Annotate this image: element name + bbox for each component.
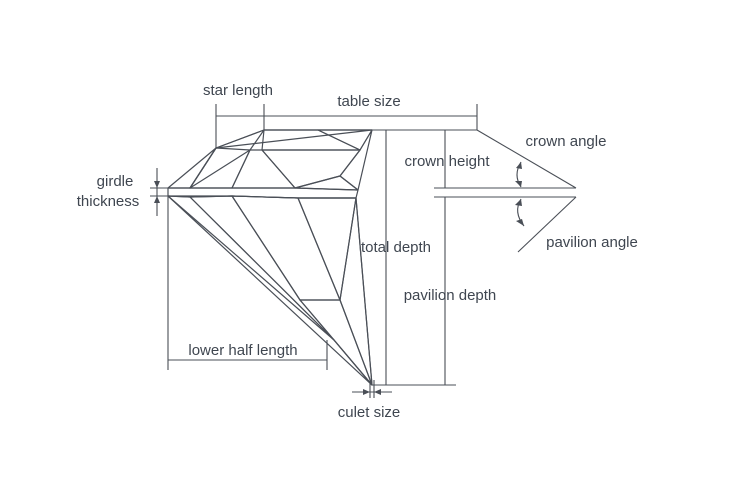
culet-size-label: culet size (338, 404, 401, 421)
thickness-label: thickness (77, 193, 140, 210)
star-length-label: star length (203, 82, 273, 99)
crown-facet (167, 147, 217, 189)
diamond-crown (167, 129, 373, 191)
crown-height-label: crown height (404, 153, 490, 170)
pavilion-facet (297, 197, 357, 301)
total-depth-label: total depth (361, 239, 431, 256)
pavilion-angle-label: pavilion angle (546, 234, 638, 251)
pavilion-angle-line (517, 196, 577, 253)
pavilion-facet (231, 195, 341, 301)
crown-angle-label: crown angle (526, 133, 607, 150)
pavilion-facet (339, 197, 373, 386)
diamond-pavilion (167, 195, 373, 386)
crown-facet (339, 129, 373, 191)
table-edge (215, 129, 373, 149)
pavilion-facet (189, 195, 335, 341)
table-size-label: table size (337, 93, 400, 110)
dimension-lines (150, 104, 577, 398)
girdle-label: girdle (97, 173, 134, 190)
lower-half-length-label: lower half length (188, 342, 297, 359)
pavilion-outline (167, 195, 373, 386)
pavilion-depth-label: pavilion depth (404, 287, 497, 304)
crown-facet (189, 129, 265, 189)
crown-angle-line (476, 129, 577, 189)
